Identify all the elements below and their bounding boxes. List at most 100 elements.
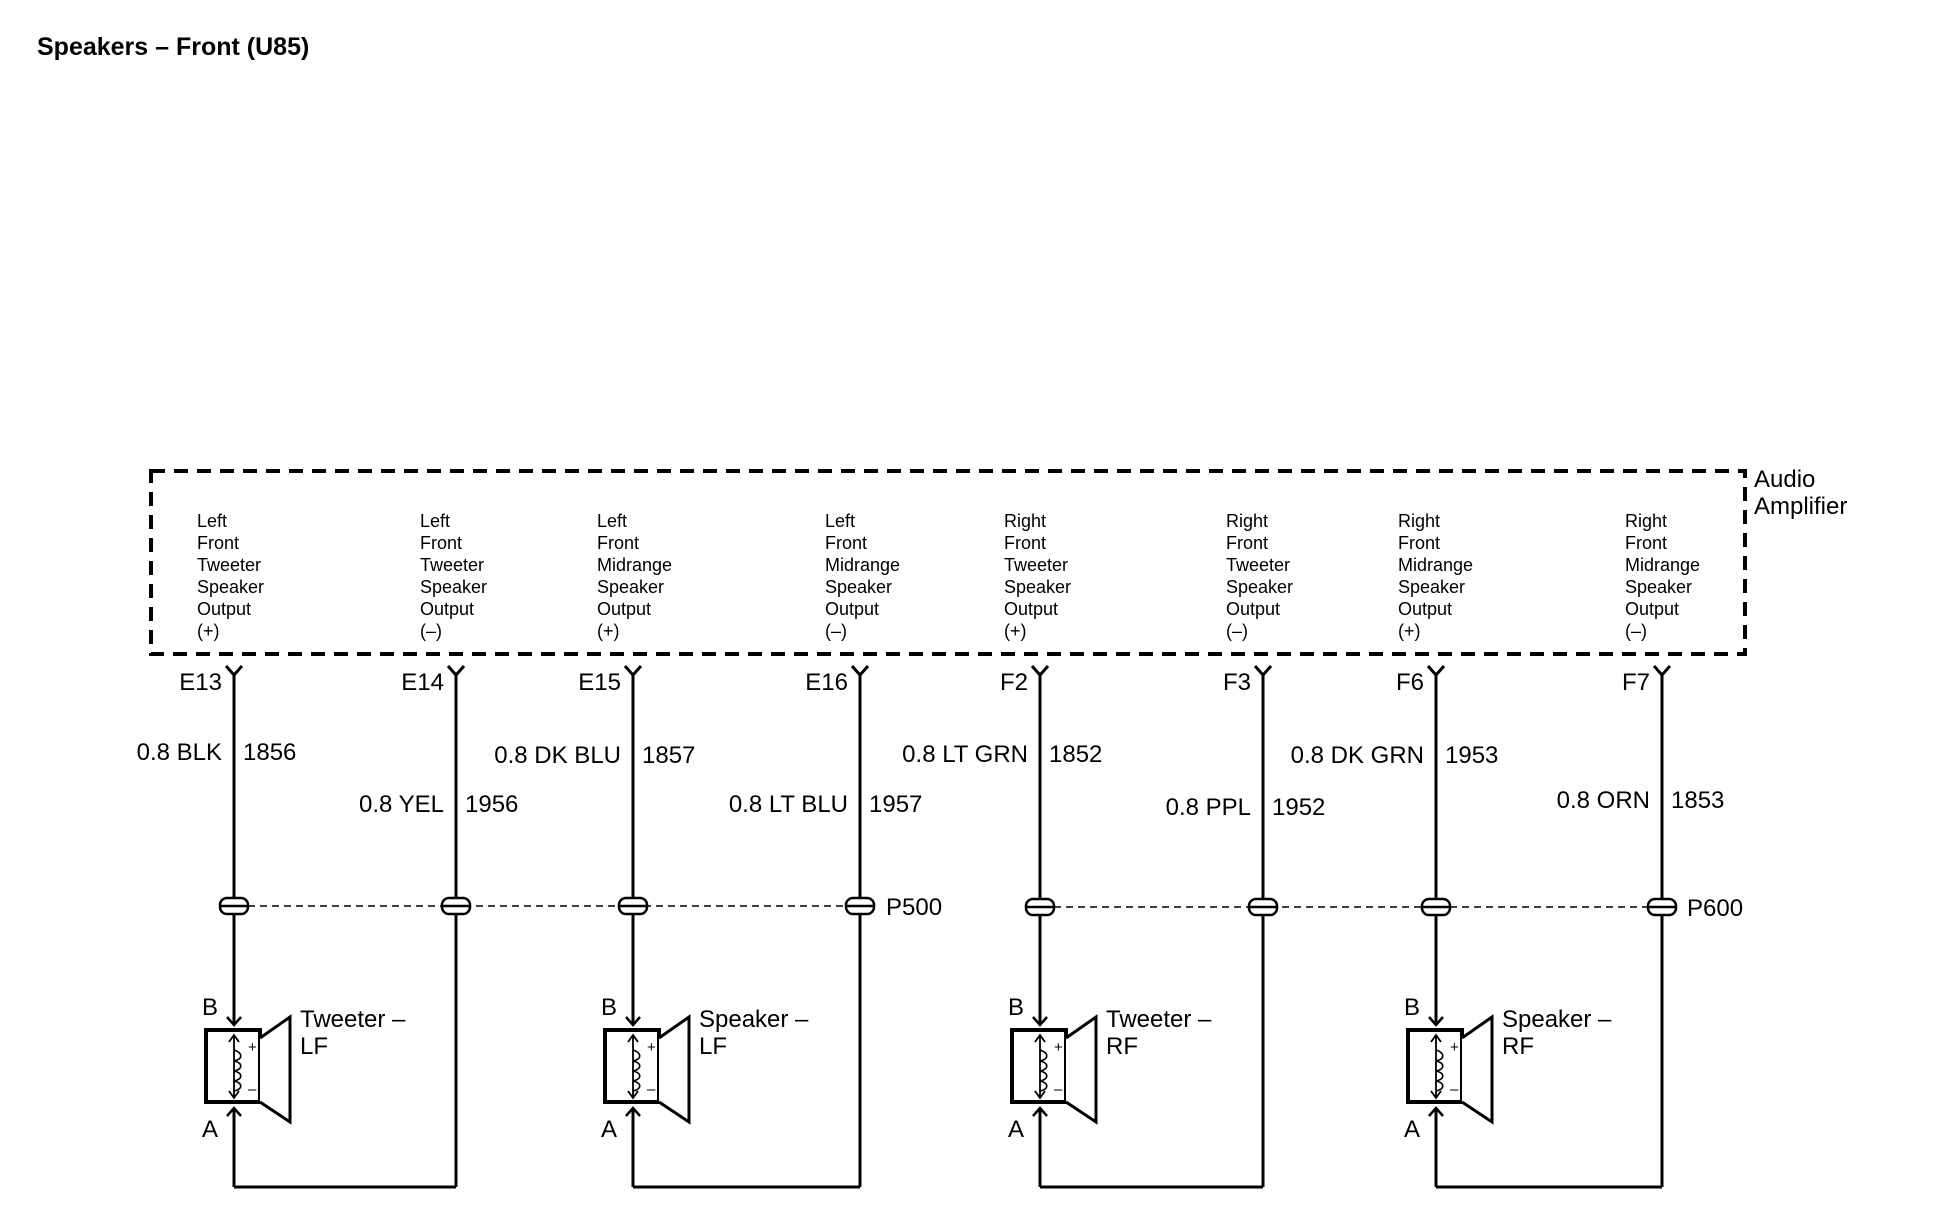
- inline-connector-icon: [218, 896, 250, 916]
- voice-coil-icon: [233, 1049, 242, 1092]
- speaker-tweeter-lf: B + – A Tweeter – LF: [202, 994, 406, 1187]
- speaker-name-line2: RF: [1502, 1033, 1534, 1060]
- speaker-body: [1406, 1028, 1464, 1104]
- speaker-name-line1: Tweeter –: [1106, 1006, 1212, 1033]
- speaker-cone-icon: [1461, 1014, 1494, 1125]
- polarity-plus: +: [1450, 1039, 1459, 1056]
- terminal-b-icon: [1428, 1016, 1444, 1027]
- circuit-number: 1852: [1049, 741, 1102, 768]
- speaker-tweeter-rf: B + – A Tweeter – RF: [1008, 994, 1212, 1187]
- pin-label: E15: [578, 669, 621, 696]
- circuit-number: 1956: [465, 791, 518, 818]
- inline-connector-icon: [844, 896, 876, 916]
- wire-color-label: 0.8 YEL: [359, 791, 444, 818]
- polarity-minus: –: [1450, 1081, 1459, 1098]
- terminal-b-icon: [625, 1016, 641, 1027]
- connector-label-p600: P600: [1687, 895, 1743, 922]
- terminal-b-label: B: [1404, 994, 1420, 1021]
- circuit-number: 1856: [243, 739, 296, 766]
- pin-connector-icon: [623, 665, 643, 678]
- voice-coil-icon: [1039, 1049, 1048, 1092]
- inline-connector-icon: [1420, 897, 1452, 917]
- page-title: Speakers – Front (U85): [37, 33, 309, 61]
- pin-connector-icon: [1652, 665, 1672, 678]
- inline-connector-icon: [1646, 897, 1678, 917]
- speaker-cone-icon: [259, 1014, 292, 1125]
- pin-label: E14: [401, 669, 444, 696]
- speaker-midrange-rf: B + – A Speaker – RF: [1404, 994, 1612, 1187]
- speaker-name-line2: LF: [300, 1033, 328, 1060]
- polarity-minus: –: [647, 1081, 656, 1098]
- pin-connector-icon: [224, 665, 244, 678]
- speaker-body: [603, 1028, 661, 1104]
- terminal-b-icon: [1032, 1016, 1048, 1027]
- voice-coil-arrow-icon: [1430, 1033, 1442, 1100]
- circuit-number: 1952: [1272, 794, 1325, 821]
- pin-connector-icon: [1253, 665, 1273, 678]
- circuit-number: 1853: [1671, 787, 1724, 814]
- speaker-body: [204, 1028, 262, 1104]
- speaker-name-line1: Tweeter –: [300, 1006, 406, 1033]
- pin-connector-icon: [850, 665, 870, 678]
- voice-coil-arrow-icon: [627, 1033, 639, 1100]
- terminal-b-icon: [226, 1016, 242, 1027]
- pin-label: E13: [179, 669, 222, 696]
- speaker-cone-icon: [658, 1014, 691, 1125]
- terminal-a-label: A: [601, 1116, 617, 1143]
- wire-color-label: 0.8 PPL: [1166, 794, 1251, 821]
- pin-label: F6: [1396, 669, 1424, 696]
- speaker-name-line1: Speaker –: [699, 1006, 809, 1033]
- polarity-minus: –: [1054, 1081, 1063, 1098]
- connector-label-p500: P500: [886, 894, 942, 921]
- speaker-midrange-lf: B + – A Speaker – LF: [601, 994, 809, 1187]
- voice-coil-icon: [1435, 1049, 1444, 1092]
- speaker-name-line1: Speaker –: [1502, 1006, 1612, 1033]
- inline-connector-icon: [617, 896, 649, 916]
- circuit-number: 1957: [869, 791, 922, 818]
- voice-coil-arrow-icon: [228, 1033, 240, 1100]
- speaker-name-line2: RF: [1106, 1033, 1138, 1060]
- inline-connector-icon: [1247, 897, 1279, 917]
- speaker-cone-icon: [1065, 1014, 1098, 1125]
- inline-connector-icon: [440, 896, 472, 916]
- amplifier-label-line2: Amplifier: [1754, 493, 1847, 520]
- terminal-b-label: B: [1008, 994, 1024, 1021]
- polarity-minus: –: [248, 1081, 257, 1098]
- pin-label: F3: [1223, 669, 1251, 696]
- terminal-b-label: B: [202, 994, 218, 1021]
- terminal-a-label: A: [1008, 1116, 1024, 1143]
- pin-label: F7: [1622, 669, 1650, 696]
- polarity-plus: +: [647, 1039, 656, 1056]
- wire-color-label: 0.8 LT GRN: [902, 741, 1028, 768]
- terminal-a-label: A: [1404, 1116, 1420, 1143]
- voice-coil-arrow-icon: [1034, 1033, 1046, 1100]
- audio-amplifier-box: [149, 469, 1747, 656]
- terminal-a-label: A: [202, 1116, 218, 1143]
- voice-coil-icon: [632, 1049, 641, 1092]
- speaker-name-line2: LF: [699, 1033, 727, 1060]
- pin-label: E16: [805, 669, 848, 696]
- inline-connector-icon: [1024, 897, 1056, 917]
- pin-label: F2: [1000, 669, 1028, 696]
- wire-color-label: 0.8 DK BLU: [494, 742, 621, 769]
- pin-connector-icon: [1030, 665, 1050, 678]
- wire-color-label: 0.8 LT BLU: [729, 791, 848, 818]
- circuit-number: 1857: [642, 742, 695, 769]
- pin-connector-icon: [446, 665, 466, 678]
- amplifier-label-line1: Audio: [1754, 466, 1815, 493]
- polarity-plus: +: [1054, 1039, 1063, 1056]
- wire-color-label: 0.8 BLK: [137, 739, 222, 766]
